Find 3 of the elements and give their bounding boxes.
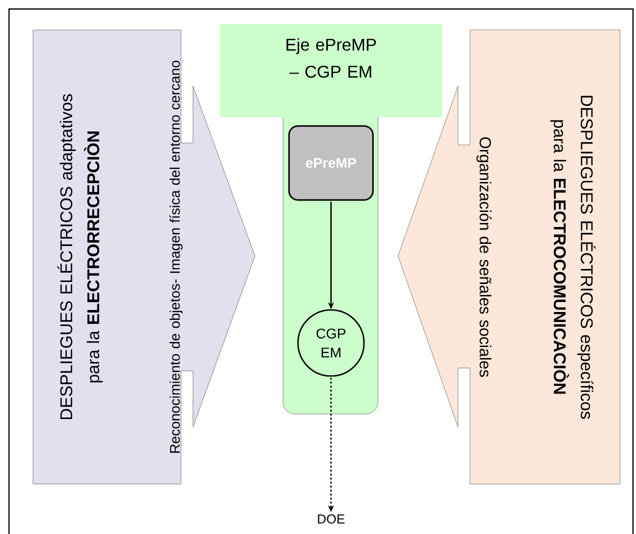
process-box: ePreMP <box>288 125 374 201</box>
output-label: DOE <box>318 514 345 524</box>
node-label: Eje ePreMP – CGP EM <box>286 38 376 78</box>
